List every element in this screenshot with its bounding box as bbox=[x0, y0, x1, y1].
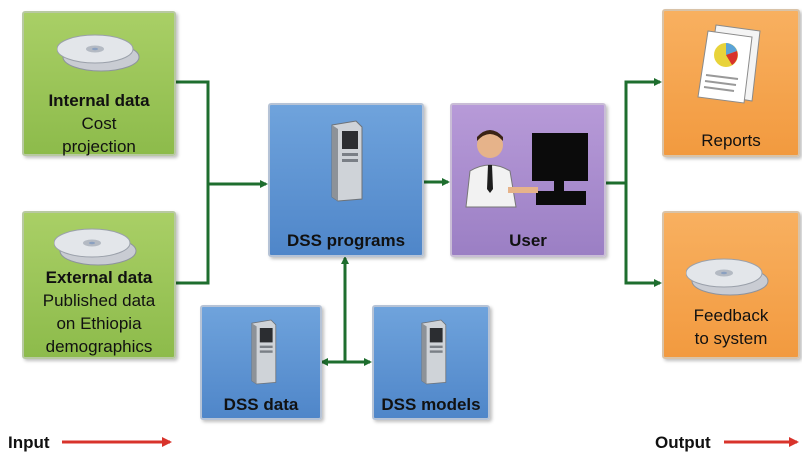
external-data-title: External data bbox=[45, 268, 153, 287]
connector-internal bbox=[176, 80, 210, 184]
external-data-line-2: on Ethiopia bbox=[56, 314, 142, 333]
dss-programs-label: DSS programs bbox=[286, 231, 406, 250]
dss-data-box: DSS data bbox=[200, 305, 322, 420]
external-data-line-1: Published data bbox=[42, 291, 156, 310]
external-data-line-3: demographics bbox=[45, 337, 153, 356]
server-tower-icon bbox=[421, 319, 447, 385]
internal-data-box: Internal data Cost projection bbox=[22, 11, 176, 156]
user-box: User bbox=[450, 103, 606, 257]
server-tower-icon bbox=[251, 319, 277, 385]
feedback-box: Feedback to system bbox=[662, 211, 800, 359]
dss-data-label: DSS data bbox=[223, 395, 299, 414]
connector-to-feedback bbox=[624, 183, 662, 287]
user-at-computer-icon bbox=[465, 130, 588, 208]
dss-programs-box: DSS programs bbox=[268, 103, 424, 257]
input-legend-label: Input bbox=[8, 433, 50, 452]
cd-discs-icon bbox=[686, 258, 769, 296]
cd-discs-icon bbox=[54, 228, 137, 266]
internal-data-line-1: Cost bbox=[81, 114, 117, 133]
reports-box: Reports bbox=[662, 9, 800, 157]
internal-data-title: Internal data bbox=[48, 91, 150, 110]
user-label: User bbox=[509, 231, 547, 250]
connector-to-reports bbox=[624, 78, 662, 183]
cd-discs-icon bbox=[57, 34, 140, 72]
server-tower-icon bbox=[331, 120, 363, 202]
reports-label: Reports bbox=[701, 131, 761, 150]
connector-external bbox=[176, 184, 210, 285]
output-legend-label: Output bbox=[655, 433, 711, 452]
feedback-line-1: Feedback bbox=[693, 306, 769, 325]
external-data-box: External data Published data on Ethiopia… bbox=[22, 211, 176, 359]
dss-models-label: DSS models bbox=[381, 395, 481, 414]
report-papers-icon bbox=[697, 24, 761, 104]
internal-data-line-2: projection bbox=[62, 137, 136, 156]
feedback-line-2: to system bbox=[694, 329, 768, 348]
dss-models-box: DSS models bbox=[372, 305, 490, 420]
